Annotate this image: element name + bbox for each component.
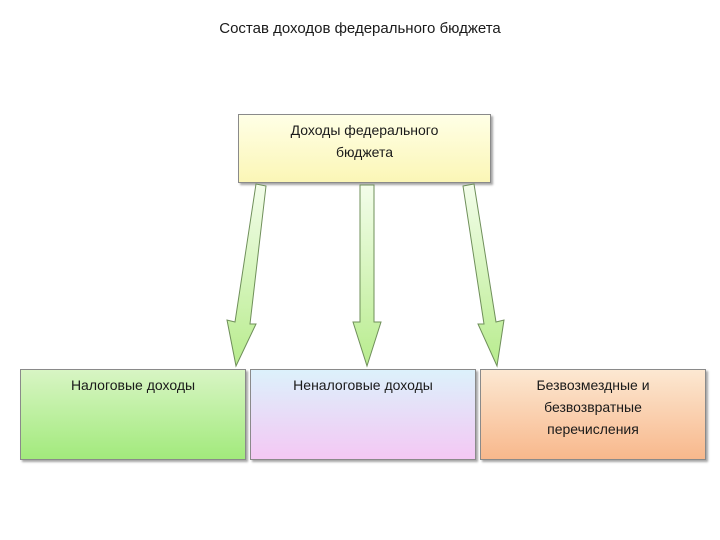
nontax-revenue-label: Неналоговые доходы [293,377,433,393]
federal-budget-revenue-box: Доходы федерального бюджета [238,114,491,183]
nontax-revenue-box: Неналоговые доходы [250,369,476,460]
transfers-label-line-3: перечисления [547,421,639,437]
arrow-to-transfers [462,183,505,368]
root-label-line-1: Доходы федерального [290,122,439,138]
gratuitous-transfers-box: Безвозмездные и безвозвратные перечислен… [480,369,706,460]
transfers-label-line-2: безвозвратные [544,399,642,415]
arrow-to-nontax-revenue [352,184,382,368]
root-label-line-2: бюджета [335,144,394,160]
diagram-title: Состав доходов федерального бюджета [219,20,501,37]
tax-revenue-label: Налоговые доходы [70,377,196,393]
transfers-label-line-1: Безвозмездные и [536,377,650,393]
arrow-to-tax-revenue [226,183,267,368]
tax-revenue-box: Налоговые доходы [20,369,246,460]
